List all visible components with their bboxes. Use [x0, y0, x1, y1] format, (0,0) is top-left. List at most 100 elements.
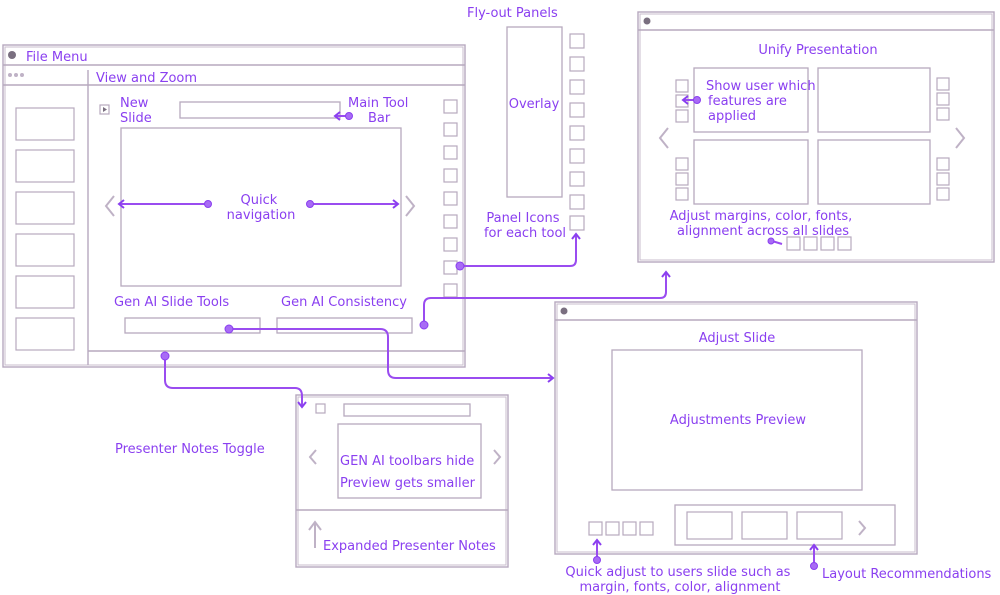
quick-adjust-label: Quick adjust to users slide such as marg… [565, 565, 794, 595]
flyout-panel: Fly-out Panels Overlay Panel Icons for e… [467, 6, 585, 241]
panel-icon[interactable] [443, 237, 458, 252]
unify-slide-3[interactable] [693, 139, 809, 205]
quick-navigation-line-2: navigation [227, 208, 296, 223]
file-menu-label: File Menu [26, 50, 88, 65]
view-zoom-label: View and Zoom [96, 71, 197, 86]
apple-icon [8, 51, 16, 59]
flyout-icon[interactable] [569, 33, 585, 49]
layout-next-icon[interactable] [858, 520, 867, 536]
gen-ai-toolbars-hide-label: GEN AI toolbars hide [340, 454, 474, 469]
show-user-line-3: applied [708, 109, 756, 124]
next-slide-icon[interactable] [405, 195, 416, 217]
panel-icon[interactable] [443, 214, 458, 229]
flyout-icon[interactable] [569, 194, 585, 210]
thumbnail[interactable] [15, 317, 75, 351]
presenter-notes-toggle-label: Presenter Notes Toggle [115, 442, 265, 457]
thumbnail[interactable] [15, 191, 75, 225]
flyout-panels-label: Fly-out Panels [467, 6, 558, 21]
main-window: File Menu View and Zoom New Slide Mai [2, 44, 466, 368]
quick-navigation-label: Quick navigation [227, 193, 296, 223]
show-user-line-1: Show user which [706, 79, 816, 94]
slide-canvas[interactable] [120, 127, 402, 287]
panel-icon[interactable] [443, 283, 458, 298]
quick-navigation-line-1: Quick [241, 193, 278, 208]
unify-slide-4[interactable] [817, 139, 931, 205]
adjust-slide-title: Adjust Slide [699, 331, 776, 346]
panel-icon[interactable] [443, 122, 458, 137]
new-slide-label: New Slide [120, 96, 153, 126]
slide-thumbnails [15, 107, 75, 351]
thumbnail[interactable] [15, 107, 75, 141]
adjust-margins-line-2: alignment across all slides [677, 224, 849, 239]
new-slide-line-2: Slide [120, 111, 152, 126]
unify-presentation-window: Unify Presentation Show user which featu… [637, 11, 995, 263]
flyout-icon[interactable] [569, 56, 585, 72]
main-toolbar-line-2: Bar [368, 111, 391, 126]
notes-preview[interactable] [337, 423, 482, 499]
quick-adjust-icon[interactable] [588, 521, 603, 536]
new-slide-line-1: New [120, 96, 149, 111]
panel-icons-line-2: for each tool [484, 226, 566, 241]
unify-option-icon[interactable] [820, 236, 835, 251]
flyout-icon[interactable] [569, 79, 585, 95]
gen-ai-consistency-bar[interactable] [276, 317, 413, 334]
main-toolbar-line-1: Main Tool [348, 96, 408, 111]
panel-icon[interactable] [443, 191, 458, 206]
main-toolbar[interactable] [179, 101, 341, 119]
quick-adjust-icon[interactable] [639, 521, 654, 536]
expand-notes-icon[interactable] [308, 520, 322, 548]
panel-icon[interactable] [443, 260, 458, 275]
flyout-icon[interactable] [569, 148, 585, 164]
flyout-icon[interactable] [569, 171, 585, 187]
unify-slide-2[interactable] [817, 67, 931, 133]
quick-adjust-icon[interactable] [605, 521, 620, 536]
panel-icons-line-1: Panel Icons [486, 211, 559, 226]
thumbnail[interactable] [15, 275, 75, 309]
unify-presentation-title: Unify Presentation [758, 43, 877, 58]
preview-gets-smaller-label: Preview gets smaller [340, 476, 476, 491]
gen-ai-slide-tools-bar[interactable] [124, 317, 261, 334]
unify-option-icon[interactable] [837, 236, 852, 251]
notes-prev-icon[interactable] [308, 449, 317, 465]
unify-option-icon[interactable] [803, 236, 818, 251]
unify-next-icon[interactable] [955, 127, 966, 149]
window-dots-icon [8, 73, 24, 77]
adjustments-preview-label: Adjustments Preview [670, 413, 807, 428]
notes-toolbar[interactable] [343, 403, 471, 417]
overlay-panel[interactable] [506, 26, 563, 198]
panel-icon[interactable] [443, 168, 458, 183]
notes-new-slide-icon[interactable] [315, 403, 326, 414]
flyout-icon[interactable] [569, 125, 585, 141]
notes-next-icon[interactable] [493, 449, 502, 465]
gen-ai-slide-tools-label: Gen AI Slide Tools [114, 295, 229, 310]
expanded-presenter-notes-label: Expanded Presenter Notes [323, 539, 496, 554]
unify-option-icon[interactable] [786, 236, 801, 251]
panel-icon[interactable] [443, 145, 458, 160]
panel-icon[interactable] [443, 99, 458, 114]
layout-recommendations-bar [674, 504, 896, 546]
layout-option[interactable] [741, 511, 788, 540]
flyout-icon[interactable] [569, 102, 585, 118]
prev-slide-icon[interactable] [104, 195, 115, 217]
quick-adjust-line-1: Quick adjust to users slide such as [565, 565, 790, 580]
gen-ai-consistency-label: Gen AI Consistency [281, 295, 407, 310]
connectors [160, 232, 819, 570]
panel-icons [443, 99, 458, 298]
overlay-label: Overlay [509, 97, 560, 112]
adjustments-preview[interactable] [611, 349, 863, 491]
show-user-label: Show user which features are applied [706, 79, 820, 124]
layout-option[interactable] [686, 511, 733, 540]
quick-adjust-line-2: margin, fonts, color, alignment [580, 580, 781, 595]
thumbnail[interactable] [15, 149, 75, 183]
thumbnail[interactable] [15, 233, 75, 267]
adjust-slide-window: Adjust Slide Adjustments Preview [554, 301, 918, 555]
adjust-margins-label: Adjust margins, color, fonts, alignment … [670, 209, 857, 239]
unify-prev-icon[interactable] [658, 127, 669, 149]
show-user-line-2: features are [708, 94, 787, 109]
quick-adjust-icon[interactable] [622, 521, 637, 536]
presenter-notes-window: GEN AI toolbars hide Preview gets smalle… [295, 394, 509, 568]
layout-option[interactable] [796, 511, 843, 540]
panel-icons-label: Panel Icons for each tool [484, 211, 566, 241]
flyout-icon[interactable] [569, 215, 585, 231]
